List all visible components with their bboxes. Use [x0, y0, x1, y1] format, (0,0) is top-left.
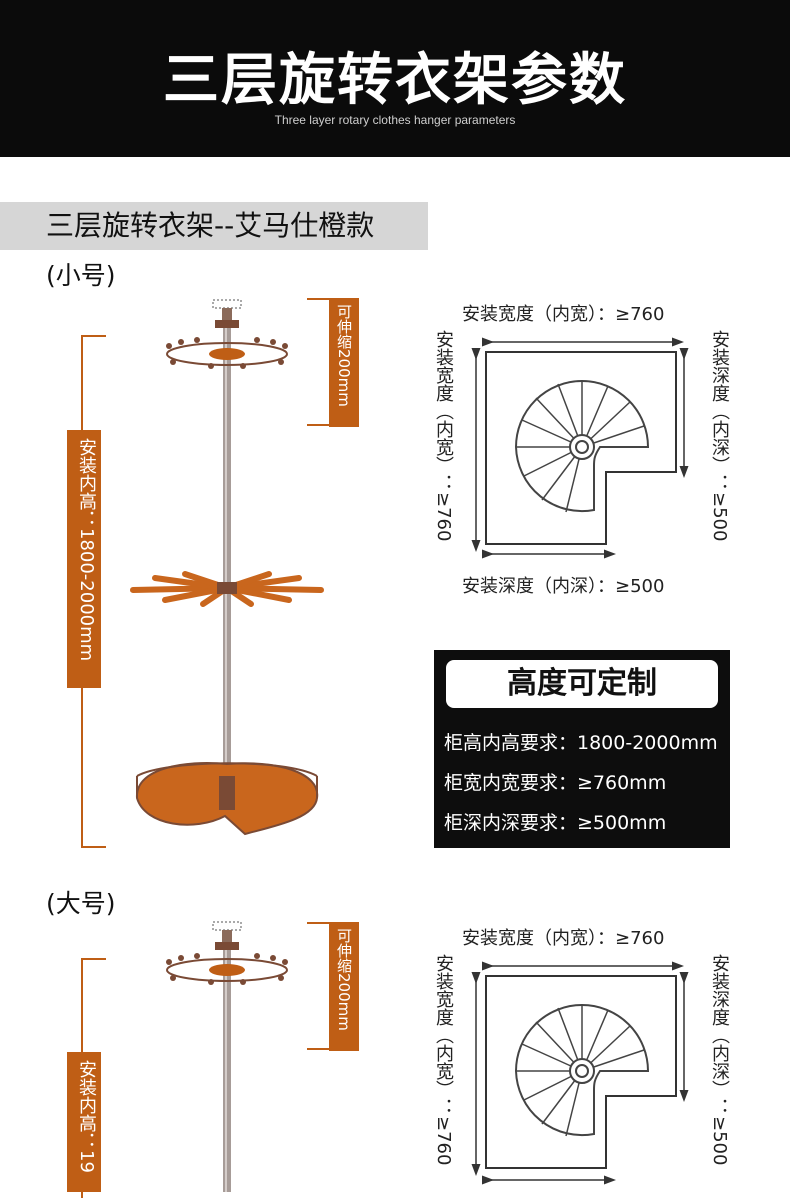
page-subtitle: Three layer rotary clothes hanger parame…	[274, 113, 516, 127]
requirement-width: 柜宽内宽要求：≥760mm	[444, 772, 667, 794]
large-floor-plan	[471, 961, 689, 1185]
page-title: 三层旋转衣架参数	[163, 48, 627, 113]
small-width-top-label: 安装宽度（内宽）：≥760	[462, 304, 665, 325]
small-size-label: (小号)	[46, 261, 116, 290]
large-width-top-label: 安装宽度（内宽）：≥760	[462, 928, 665, 949]
small-extend-tag: 可伸缩200mm	[329, 298, 359, 427]
large-rack-image	[166, 921, 288, 1192]
section-title-band: 三层旋转衣架--艾马仕橙款	[0, 202, 428, 250]
section-title: 三层旋转衣架--艾马仕橙款	[46, 209, 375, 242]
large-left-vertical-label: 安装宽度（内宽）：≥760	[433, 954, 454, 1166]
small-right-vertical-label: 安装深度（内深）：≥500	[709, 330, 730, 542]
requirement-depth: 柜深内深要求：≥500mm	[444, 812, 667, 834]
small-left-vertical-label: 安装宽度（内宽）：≥760	[433, 330, 454, 542]
large-height-tag: 安装内高：19	[67, 1052, 101, 1192]
page-header: 三层旋转衣架参数 Three layer rotary clothes hang…	[0, 0, 790, 157]
large-right-vertical-label: 安装深度（内深）：≥500	[709, 954, 730, 1166]
small-floor-plan	[471, 337, 689, 559]
custom-height-title: 高度可定制	[446, 660, 718, 708]
small-depth-bottom-label: 安装深度（内深）：≥500	[462, 576, 665, 597]
requirement-height: 柜高内高要求：1800-2000mm	[444, 732, 718, 754]
large-size-label: (大号)	[46, 889, 116, 918]
small-rack-image	[130, 299, 324, 836]
small-height-tag: 安装内高：1800-2000mm	[67, 430, 101, 688]
large-extend-tag: 可伸缩200mm	[329, 922, 359, 1051]
custom-height-box: 高度可定制 柜高内高要求：1800-2000mm 柜宽内宽要求：≥760mm 柜…	[434, 650, 730, 848]
